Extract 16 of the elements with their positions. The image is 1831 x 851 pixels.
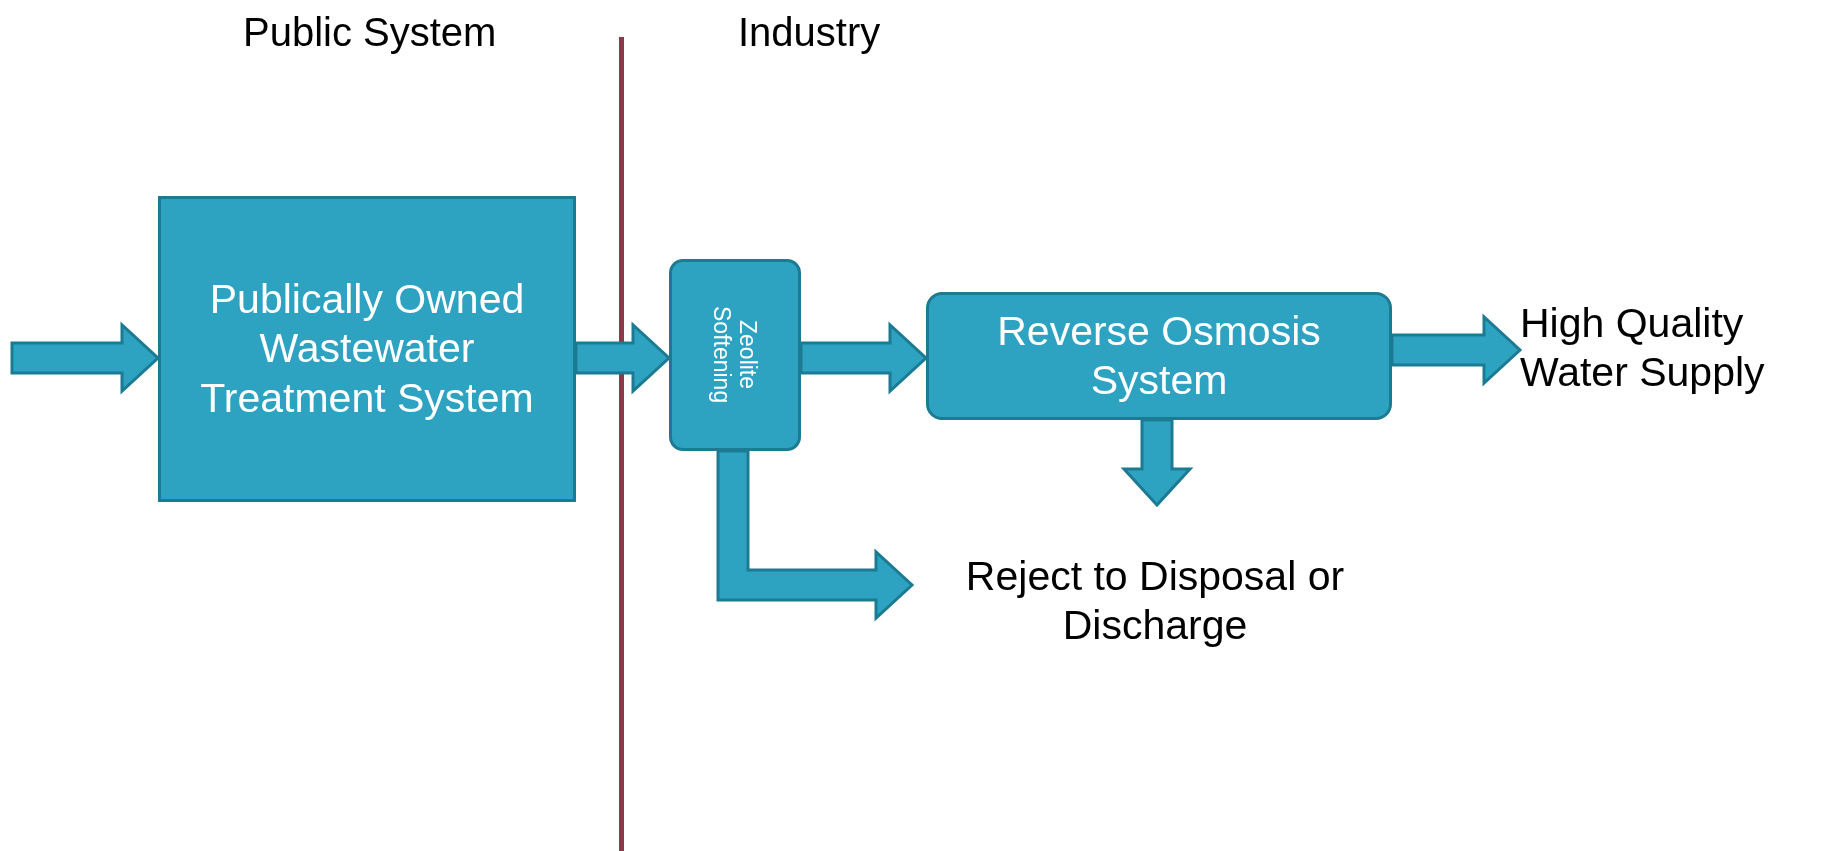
block-arrow [799, 321, 928, 395]
box-label: Publically Owned Wastewater Treatment System [199, 275, 535, 423]
box-label: Zeolite Softening [708, 305, 762, 406]
process-box [669, 259, 801, 451]
output-label: High Quality Water Supply [1520, 298, 1766, 397]
block-arrow [716, 449, 914, 622]
section-heading: Industry [738, 10, 881, 55]
process-box [158, 196, 576, 502]
block-arrow [574, 321, 671, 395]
block-arrow [10, 321, 160, 395]
output-label: Reject to Disposal or Discharge [964, 551, 1346, 650]
box-label: Reverse Osmosis System [996, 306, 1322, 405]
block-arrow [1390, 313, 1522, 387]
section-heading: Public System [243, 10, 497, 55]
process-box [926, 292, 1392, 420]
block-arrow [1120, 418, 1194, 507]
